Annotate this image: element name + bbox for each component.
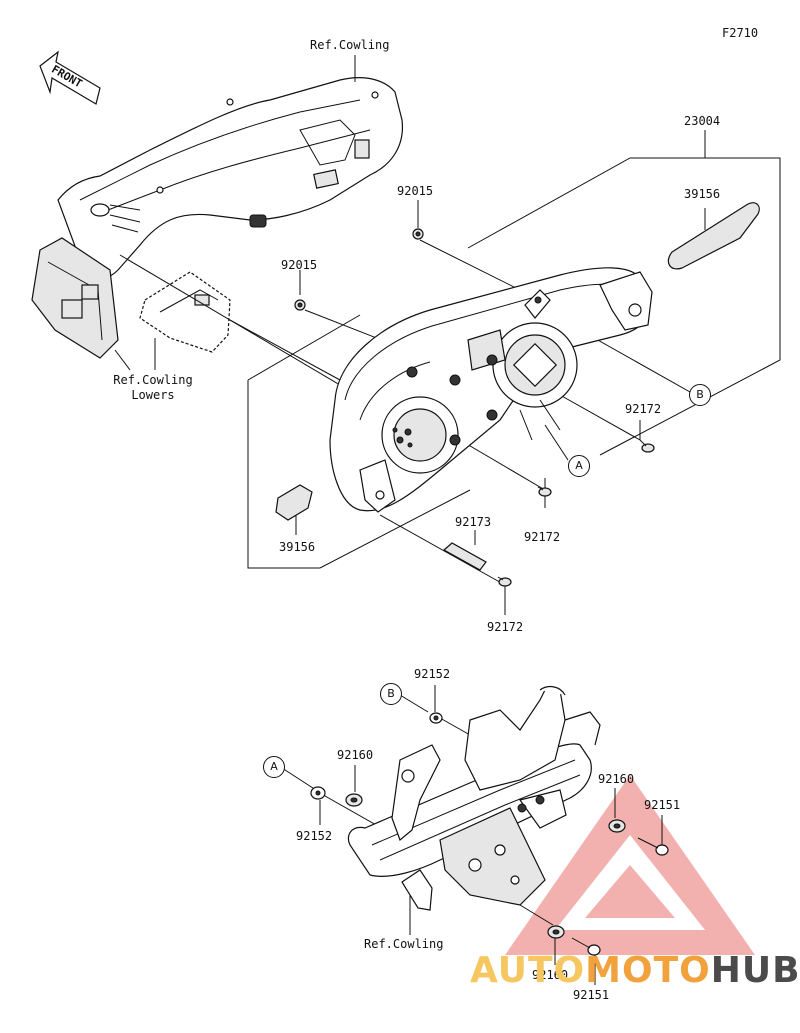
watermark-text: AUTOMOTOHUB: [470, 950, 800, 991]
part-92173-bracket: [442, 542, 487, 571]
part-92160-grommets: [345, 793, 626, 939]
part-92151-bottom-label: 92151: [573, 988, 610, 1002]
callout-b-upper: B: [689, 384, 711, 406]
ref-cowling-lowers-label-2: Lowers: [131, 388, 175, 402]
watermark-part-1: AUTO: [470, 950, 586, 991]
callout-b-lower: B: [380, 683, 402, 705]
part-92173-label: 92173: [455, 515, 492, 529]
callout-a-upper: A: [568, 455, 590, 477]
part-92172-screws: [497, 439, 655, 587]
part-39156-left: [275, 484, 313, 521]
front-arrow-icon: [39, 50, 101, 105]
callout-a-lower: A: [263, 756, 285, 778]
watermark-part-3: HUB: [710, 950, 800, 991]
part-92015-top-label: 92015: [397, 184, 434, 198]
watermark-part-2: MOTO: [585, 950, 711, 991]
ref-cowling-bottom-label: Ref.Cowling: [364, 937, 444, 951]
part-92172-bottom-label: 92172: [487, 620, 524, 634]
part-92152-washers: [310, 712, 443, 800]
cowling-lowers-bracket: [139, 271, 231, 353]
leader-lines: [114, 55, 781, 985]
upper-cowling-frame: [31, 77, 404, 359]
part-92160-bottom-label: 92160: [532, 968, 569, 982]
part-92015-nuts: [294, 228, 424, 311]
part-92015-mid-label: 92015: [281, 258, 318, 272]
part-39156-left-label: 39156: [279, 540, 316, 554]
lower-bracket-assembly: [347, 685, 601, 911]
ref-cowling-lowers-label-1: Ref.Cowling: [113, 373, 193, 387]
part-39156-right-label: 39156: [684, 187, 721, 201]
part-23004-label: 23004: [684, 114, 721, 128]
watermark-triangle-logo: [505, 775, 755, 955]
part-92152-top-label: 92152: [414, 667, 451, 681]
part-92160-left-label: 92160: [337, 748, 374, 762]
part-92172-center-label: 92172: [524, 530, 561, 544]
part-92172-right-label: 92172: [625, 402, 662, 416]
headlight-assembly: [329, 267, 653, 513]
part-92151-right-label: 92151: [644, 798, 681, 812]
part-92152-left-label: 92152: [296, 829, 333, 843]
ref-cowling-top-label: Ref.Cowling: [310, 38, 390, 52]
part-92151-bolts: [571, 837, 669, 956]
figure-code: F2710: [722, 26, 759, 40]
part-39156-right: [667, 202, 760, 270]
part-92160-right-label: 92160: [598, 772, 635, 786]
